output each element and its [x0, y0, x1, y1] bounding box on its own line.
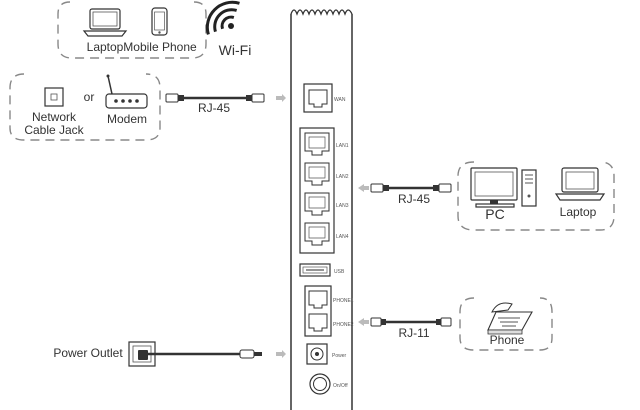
- onoff-button-icon: [309, 373, 331, 395]
- power-cable: [148, 349, 262, 359]
- wan-sources-group: Network Cable Jack or Modem: [9, 73, 161, 141]
- power-port: [306, 343, 328, 365]
- phone-group: Phone: [459, 297, 553, 351]
- pc-icon: [470, 167, 537, 208]
- wan-cable-label: RJ-45: [198, 101, 230, 115]
- power-port-label: Power: [332, 353, 347, 359]
- network-cable-jack-label-line2: Cable Jack: [24, 123, 84, 137]
- router-body: [290, 9, 353, 410]
- lan4-port: [304, 222, 330, 246]
- lan2-port: [304, 162, 330, 186]
- phone-label: Phone: [490, 333, 525, 347]
- usb-port-label: USB: [334, 269, 345, 275]
- phone-icon: [487, 302, 533, 335]
- pc-label: PC: [485, 206, 504, 222]
- lan3-port-label: LAN3: [336, 203, 349, 209]
- phone1-port: [308, 290, 328, 309]
- lan-cable: [358, 183, 452, 193]
- power-arrow-icon: [276, 350, 286, 358]
- onoff-button-label: On/Off: [333, 383, 348, 389]
- wifi-label: Wi-Fi: [219, 42, 252, 58]
- lan-ports-block: [299, 127, 335, 254]
- lan-cable-label: RJ-45: [398, 192, 430, 206]
- wan-arrow-icon: [276, 94, 286, 102]
- mobile-phone-icon: [151, 7, 168, 36]
- lan-arrow-icon: [358, 184, 369, 192]
- lan3-port: [304, 192, 330, 216]
- phone2-port-label: PHONE2: [333, 322, 354, 328]
- lan1-port-label: LAN1: [336, 143, 349, 149]
- wifi-icon: [205, 0, 240, 35]
- modem-icon: [105, 74, 148, 109]
- wireless-clients-group: Laptop Mobile Phone: [57, 1, 207, 59]
- power-outlet-label: Power Outlet: [53, 346, 123, 360]
- laptop-icon: [82, 8, 128, 37]
- lan4-port-label: LAN4: [336, 234, 349, 240]
- laptop-label: Laptop: [87, 40, 124, 54]
- laptop-right-label: Laptop: [560, 205, 597, 219]
- usb-port: [299, 263, 331, 277]
- phone-cable: [358, 317, 452, 327]
- phone-cable-label: RJ-11: [398, 326, 429, 340]
- laptop-right-icon: [554, 167, 606, 201]
- wan-port: [303, 83, 333, 113]
- phone1-port-label: PHONE1: [333, 298, 354, 304]
- phone-ports-block: [304, 285, 332, 337]
- network-cable-jack-label-line1: Network: [32, 110, 77, 124]
- lan-clients-group: PC Laptop: [457, 161, 615, 231]
- phone-arrow-icon: [358, 318, 369, 326]
- wan-port-label: WAN: [334, 97, 346, 103]
- wan-cable: [165, 93, 265, 103]
- phone2-port: [308, 313, 328, 332]
- lan1-port: [304, 132, 330, 156]
- or-label: or: [84, 90, 95, 104]
- network-cable-jack-icon: [44, 87, 64, 107]
- modem-label: Modem: [107, 112, 147, 126]
- mobile-phone-label: Mobile Phone: [123, 40, 197, 54]
- lan2-port-label: LAN2: [336, 174, 349, 180]
